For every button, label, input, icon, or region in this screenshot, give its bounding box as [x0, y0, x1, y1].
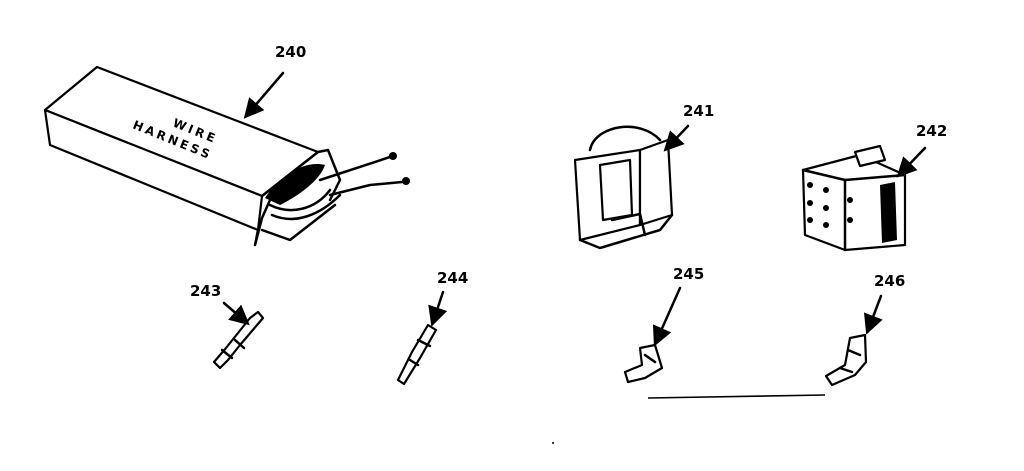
arrow-244 [428, 290, 448, 327]
callout-243: 243 [190, 282, 221, 300]
callout-245: 245 [673, 265, 704, 283]
callout-242: 242 [916, 122, 947, 140]
callout-240: 240 [275, 43, 306, 61]
part-244-terminal [396, 323, 438, 386]
arrow-240 [243, 71, 285, 119]
arrow-243 [222, 301, 250, 326]
arrow-246 [864, 294, 883, 335]
callout-244: 244 [437, 269, 468, 287]
part-241-connector [573, 125, 674, 250]
part-242-connector [801, 144, 907, 252]
part-243-terminal [212, 310, 265, 370]
part-246-terminal [824, 333, 868, 387]
arrow-245 [652, 286, 682, 347]
part-245-terminal [623, 343, 664, 384]
arrow-241 [663, 124, 690, 152]
arrow-242 [896, 146, 927, 178]
part-240-wire-harness: WIRE HARNESS [43, 65, 410, 247]
callout-241: 241 [683, 102, 714, 120]
speck [552, 442, 554, 444]
callout-246: 246 [874, 272, 905, 290]
divider-line [647, 394, 826, 399]
